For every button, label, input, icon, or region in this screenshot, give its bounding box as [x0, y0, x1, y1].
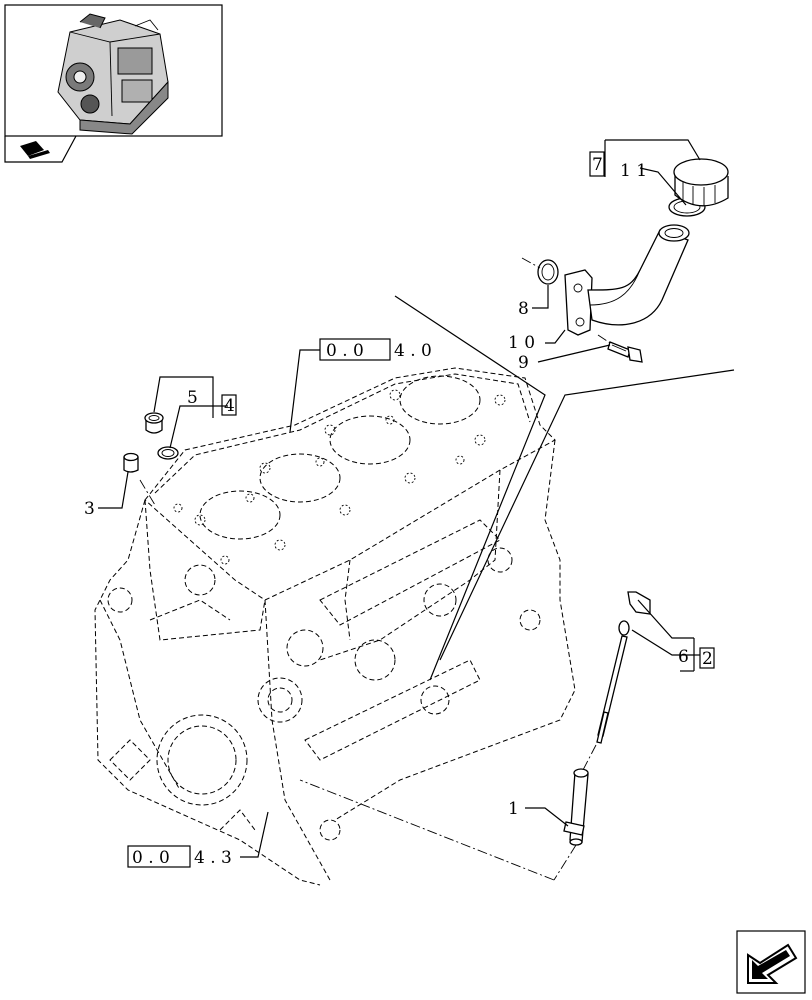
section-ref-bottom-rest: 4 . 3	[194, 848, 232, 868]
callout-5: 5	[187, 388, 198, 408]
callout-8: 8	[518, 299, 529, 319]
leader-lines	[98, 139, 735, 858]
section-ref-bottom-boxed: 0 . 0	[132, 848, 170, 868]
callout-6: 6	[678, 647, 689, 667]
dipstick	[596, 591, 651, 744]
oil-filler-tube	[564, 224, 690, 336]
filler-cap	[673, 158, 729, 207]
boxed-callout-7[interactable]: 7	[589, 151, 605, 177]
callout-3: 3	[84, 499, 95, 519]
section-ref-top-boxed: 0 . 0	[326, 341, 364, 361]
svg-text:4: 4	[224, 396, 235, 416]
part-9-bolt	[607, 341, 643, 363]
section-ref-bottom[interactable]: 0 . 0 4 . 3	[127, 845, 232, 868]
section-ref-top[interactable]: 0 . 0 4 . 0	[319, 338, 432, 361]
engine-block	[94, 367, 576, 886]
book-icon[interactable]	[4, 135, 77, 163]
callout-1: 1	[508, 799, 519, 819]
part-1-dipstick-tube	[563, 768, 589, 846]
boxed-callout-4[interactable]: 4	[221, 394, 237, 416]
callout-11: 1 1	[620, 161, 647, 181]
callout-10: 1 0	[508, 333, 535, 353]
boxed-callout-2[interactable]: 2	[699, 647, 715, 669]
section-ref-top-rest: 4 . 0	[394, 341, 432, 361]
svg-text:2: 2	[702, 649, 713, 669]
callout-labels: 1 1 8 1 0 9 5 3 6 1	[84, 161, 689, 819]
engine-thumbnail-icon[interactable]	[4, 4, 223, 137]
part-8-ring	[537, 259, 559, 285]
part-4-washer	[157, 446, 179, 460]
previous-page-arrow-icon[interactable]	[736, 930, 806, 994]
callout-9: 9	[518, 353, 529, 373]
part-5-plug	[144, 412, 164, 434]
part-3-plug	[123, 452, 139, 473]
svg-text:7: 7	[592, 155, 603, 175]
